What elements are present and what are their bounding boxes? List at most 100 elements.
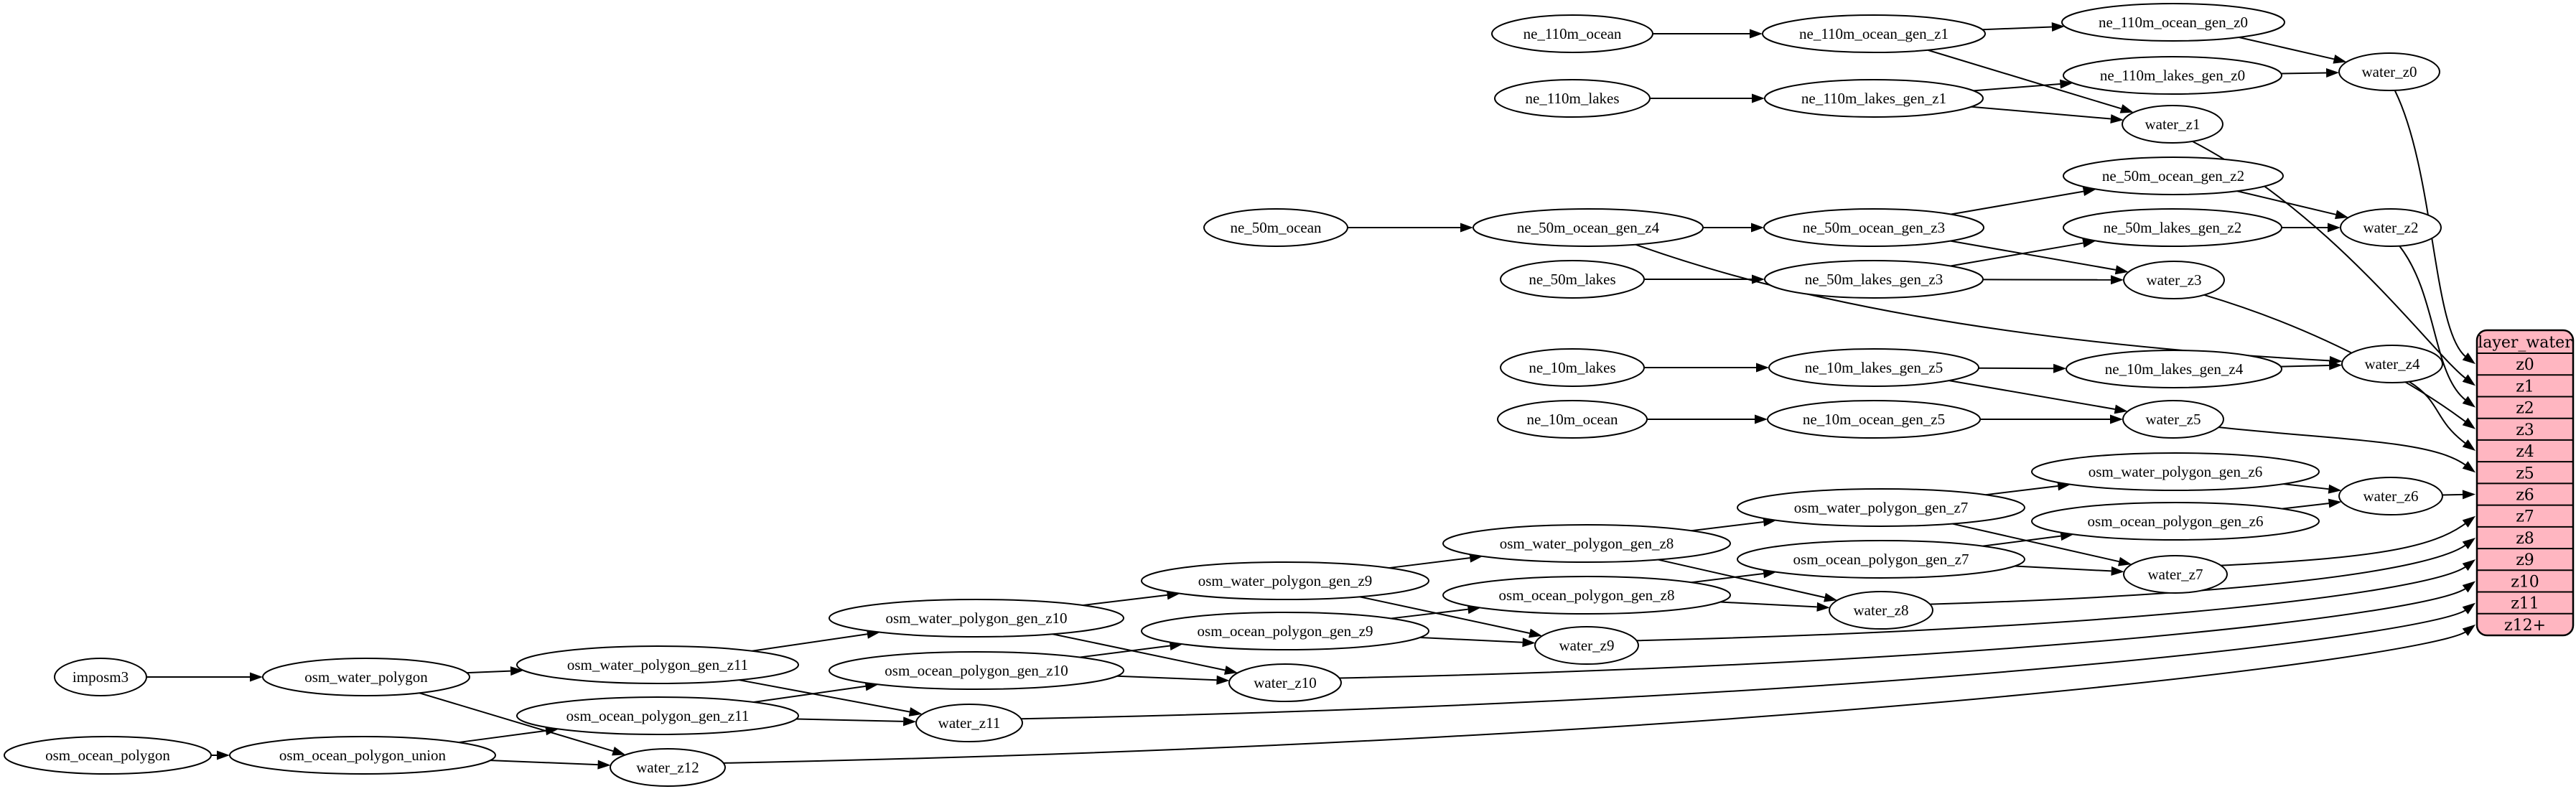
record-row-z1: z1: [2516, 378, 2534, 396]
edge-osm_ocean_polygon_gen_z9-to-water_z9: [1419, 636, 1523, 643]
node-ellipse: [516, 645, 799, 684]
edge-water_z7-to-layer_water-z7-arrowhead: [2462, 515, 2475, 528]
edge-ne_50m_lakes_gen_z3-to-ne_50m_lakes_gen_z2: [1950, 242, 2083, 267]
edge-water_z8-to-layer_water-z8-arrowhead: [2462, 537, 2475, 549]
node-water_z7: water_z7: [2123, 555, 2228, 594]
edge-osm_ocean_polygon-to-osm_ocean_polygon_union-arrowhead: [217, 750, 230, 760]
edge-ne_10m_lakes_gen_z4-to-water_z4: [2280, 365, 2330, 368]
edge-ne_110m_ocean_gen_z0-to-water_z0-arrowhead: [2333, 54, 2347, 64]
node-label: water_z9: [1559, 637, 1615, 654]
edge-osm_ocean_polygon_gen_z10-to-water_z10: [1116, 675, 1217, 681]
node-label: ne_50m_ocean_gen_z2: [2102, 167, 2244, 185]
node-osm_ocean_polygon_gen_z6: osm_ocean_polygon_gen_z6: [2031, 502, 2320, 541]
edge-osm_ocean_polygon_gen_z7-to-water_z7-arrowhead: [2111, 566, 2124, 576]
edge-ne_50m_ocean_gen_z3-to-water_z3-arrowhead: [2114, 265, 2129, 275]
node-label: water_z6: [2363, 487, 2419, 505]
node-label: osm_water_polygon_gen_z6: [2089, 463, 2263, 480]
edge-ne_10m_lakes_gen_z5-to-water_z5: [1949, 380, 2115, 410]
edge-water_z9-to-layer_water-z9: [1636, 565, 2467, 642]
node-label: water_z11: [938, 714, 1001, 732]
node-ellipse: [1500, 260, 1645, 299]
node-label: water_z5: [2146, 411, 2201, 428]
edge-osm_ocean_polygon_gen_z7-to-water_z7: [2015, 565, 2111, 572]
record-row-z5: z5: [2516, 464, 2534, 482]
edge-ne_10m_lakes-to-ne_10m_lakes_gen_z5-arrowhead: [1756, 363, 1769, 373]
edge-water_z7-to-layer_water-z7: [2221, 522, 2467, 566]
edge-water_z4-to-layer_water-z4: [2408, 381, 2467, 445]
node-ne_10m_ocean: ne_10m_ocean: [1497, 400, 1648, 439]
node-ellipse: [915, 704, 1023, 742]
node-ellipse: [2122, 400, 2224, 439]
node-label: ne_50m_ocean_gen_z4: [1517, 219, 1660, 236]
edge-ne_110m_lakes_gen_z1-to-ne_110m_lakes_gen_z0: [1973, 83, 2061, 92]
node-water_z0: water_z0: [2338, 52, 2440, 91]
node-label: water_z10: [1254, 674, 1316, 691]
edge-ne_110m_ocean_gen_z1-to-ne_110m_ocean_gen_z0-arrowhead: [2051, 22, 2065, 32]
edge-osm_water_polygon_gen_z7-to-water_z7-arrowhead: [2118, 556, 2132, 566]
edge-ne_110m_ocean_gen_z1-to-water_z1: [1927, 49, 2122, 110]
node-ellipse: [1763, 208, 1984, 247]
node-label: water_z12: [636, 759, 699, 776]
node-label: ne_110m_ocean_gen_z1: [1799, 25, 1949, 42]
edge-ne_50m_ocean_gen_z4-to-ne_50m_ocean_gen_z3-arrowhead: [1751, 223, 1764, 233]
node-label: ne_50m_lakes_gen_z3: [1805, 271, 1943, 288]
edge-ne_110m_ocean_gen_z0-to-water_z0: [2239, 37, 2335, 60]
node-ellipse: [2063, 208, 2282, 247]
record-row-z9: z9: [2516, 551, 2534, 569]
record-header: layer_water: [2478, 334, 2572, 352]
node-water_z11: water_z11: [915, 704, 1023, 742]
edge-osm_water_polygon_gen_z11-to-water_z11: [739, 679, 910, 713]
edge-osm_ocean_polygon_gen_z7-to-osm_ocean_polygon_gen_z6: [1982, 535, 2061, 547]
edge-ne_50m_ocean_gen_z2-to-water_z2-arrowhead: [2335, 210, 2349, 220]
node-ne_50m_ocean_gen_z4: ne_50m_ocean_gen_z4: [1473, 208, 1704, 247]
edge-osm_ocean_polygon_gen_z8-to-water_z8: [1720, 601, 1817, 608]
edge-osm_ocean_polygon_gen_z8-to-osm_ocean_polygon_gen_z7: [1691, 572, 1764, 584]
edge-water_z0-to-layer_water-z0: [2394, 90, 2467, 358]
node-label: osm_water_polygon: [304, 668, 428, 686]
edge-osm_water_polygon-to-osm_water_polygon_gen_z11-arrowhead: [510, 666, 524, 676]
edge-imposm3-to-osm_water_polygon-arrowhead: [250, 672, 263, 682]
node-water_z10: water_z10: [1228, 663, 1342, 702]
node-ellipse: [1764, 260, 1984, 299]
node-osm_ocean_polygon_gen_z8: osm_ocean_polygon_gen_z8: [1442, 576, 1731, 615]
edge-ne_10m_lakes_gen_z5-to-ne_10m_lakes_gen_z4-arrowhead: [2053, 363, 2067, 373]
record-row-z6: z6: [2516, 486, 2534, 504]
edge-water_z2-to-layer_water-z2-arrowhead: [2462, 396, 2475, 408]
node-ellipse: [1737, 488, 2025, 527]
edge-osm_water_polygon-to-water_z12-arrowhead: [612, 746, 626, 756]
node-ne_110m_lakes_gen_z1: ne_110m_lakes_gen_z1: [1764, 79, 1984, 118]
node-ellipse: [1203, 208, 1348, 247]
edge-osm_ocean_polygon_gen_z10-to-water_z10-arrowhead: [1216, 675, 1230, 685]
node-osm_ocean_polygon_gen_z7: osm_ocean_polygon_gen_z7: [1737, 540, 2025, 579]
edge-ne_50m_lakes_gen_z3-to-water_z3-arrowhead: [2110, 275, 2124, 285]
edge-water_z2-to-layer_water-z2: [2399, 245, 2467, 401]
node-label: osm_water_polygon_gen_z10: [885, 610, 1067, 627]
edge-osm_water_polygon_gen_z8-to-osm_water_polygon_gen_z7: [1691, 520, 1764, 532]
edge-water_z5-to-layer_water-z5-arrowhead: [2462, 461, 2475, 473]
node-label: ne_110m_ocean: [1523, 25, 1622, 42]
node-imposm3: imposm3: [54, 658, 147, 696]
node-ellipse: [1500, 348, 1645, 387]
record-row-z8: z8: [2516, 530, 2534, 548]
node-ellipse: [1494, 79, 1651, 118]
node-water_z2: water_z2: [2340, 208, 2442, 247]
edge-water_z11-to-layer_water-z11: [1021, 609, 2467, 720]
edge-water_z10-to-layer_water-z10-arrowhead: [2462, 581, 2475, 593]
node-ellipse: [2122, 105, 2223, 144]
node-water_z3: water_z3: [2123, 261, 2225, 299]
node-label: osm_ocean_polygon_gen_z11: [566, 707, 750, 724]
node-ellipse: [2341, 345, 2443, 383]
node-label: osm_water_polygon_gen_z7: [1794, 499, 1969, 516]
node-ne_50m_lakes_gen_z2: ne_50m_lakes_gen_z2: [2063, 208, 2282, 247]
edge-osm_ocean_polygon_gen_z8-to-water_z8-arrowhead: [1816, 602, 1830, 612]
node-ellipse: [54, 658, 147, 696]
nodes-layer: ne_110m_ocean ne_110m_ocean_gen_z1 ne_110m…: [4, 3, 2443, 787]
node-water_z9: water_z9: [1534, 626, 1639, 665]
edge-ne_10m_lakes_gen_z5-to-water_z5-arrowhead: [2114, 404, 2128, 414]
edge-ne_110m_ocean_gen_z1-to-ne_110m_ocean_gen_z0: [1982, 26, 2052, 31]
node-label: osm_water_polygon_gen_z11: [567, 656, 748, 673]
node-ne_50m_ocean_gen_z2: ne_50m_ocean_gen_z2: [2063, 157, 2284, 195]
record-row-z0: z0: [2516, 356, 2534, 374]
